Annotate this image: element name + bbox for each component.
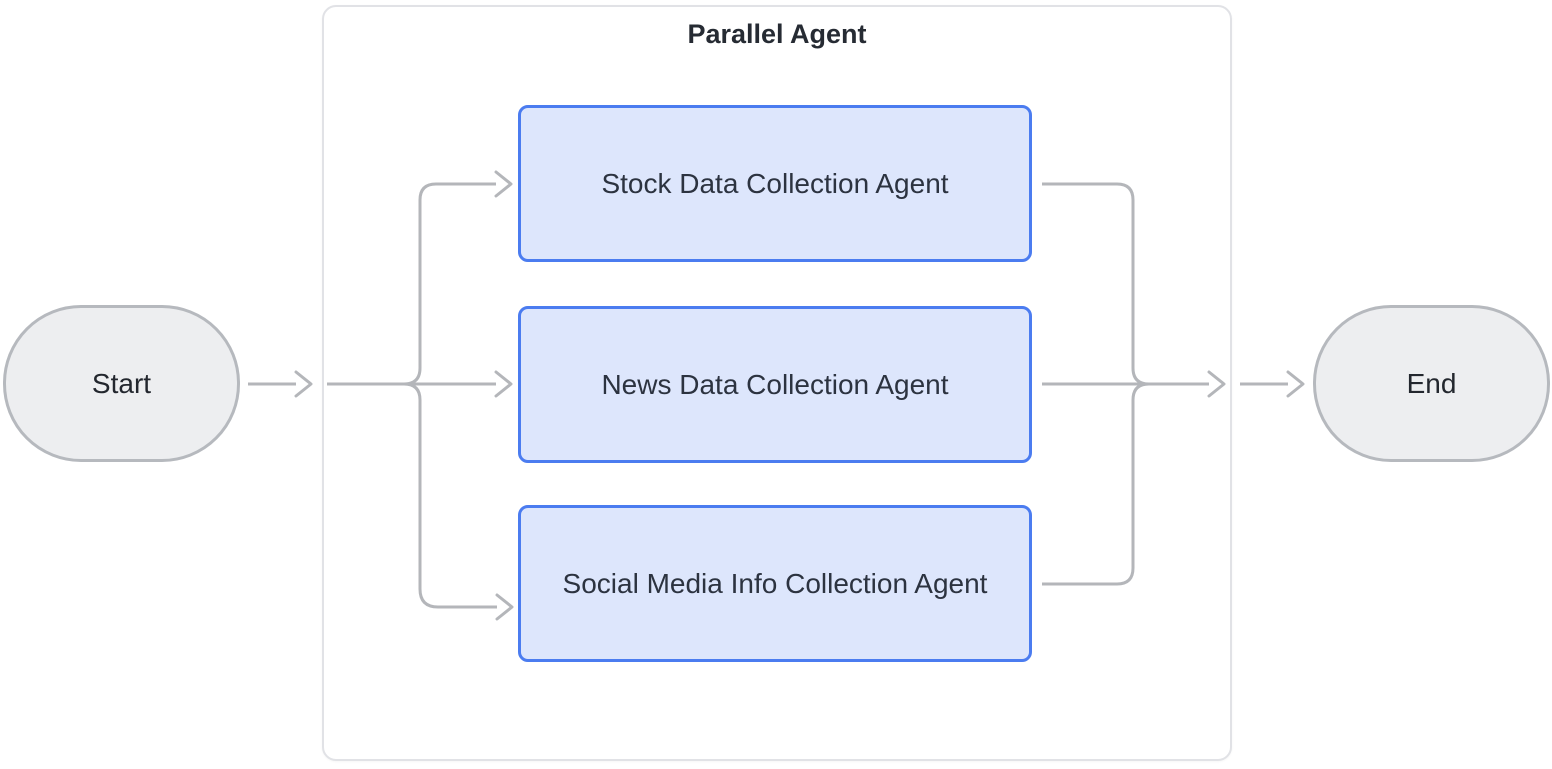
- edge-line: [1042, 182, 1150, 386]
- agent-node-stock-data-collection: Stock Data Collection Agent: [518, 105, 1032, 262]
- arrowhead-icon: [494, 170, 513, 198]
- agent-node-label: Social Media Info Collection Agent: [562, 567, 988, 599]
- arrowhead-icon: [494, 370, 513, 398]
- arrowhead-icon: [1207, 370, 1226, 398]
- parallel-agent-group-title: Parallel Agent: [687, 19, 867, 49]
- arrowhead-icon: [294, 370, 313, 398]
- edge-start-to-parallel: [248, 370, 313, 398]
- edge-line: [327, 182, 496, 386]
- edge-fanout-to-stock: [327, 170, 513, 386]
- agent-node-social-media-info-collection: Social Media Info Collection Agent: [518, 505, 1032, 662]
- agent-node-news-data-collection: News Data Collection Agent: [518, 306, 1032, 463]
- agent-node-label: News Data Collection Agent: [601, 368, 949, 400]
- start-node-label: Start: [91, 367, 152, 399]
- edge-line: [403, 382, 497, 609]
- end-node: End: [1313, 305, 1550, 462]
- edge-line: [1042, 382, 1150, 586]
- edge-parallel-to-end: [1240, 370, 1305, 398]
- edge-news-join-exit: [1042, 370, 1226, 398]
- edge-stock-to-join: [1042, 182, 1150, 386]
- edge-fanout-to-social: [403, 382, 514, 621]
- agent-node-label: Stock Data Collection Agent: [601, 167, 949, 199]
- start-node: Start: [3, 305, 240, 462]
- arrowhead-icon: [1286, 370, 1305, 398]
- arrowhead-icon: [495, 593, 514, 621]
- edge-social-to-join: [1042, 382, 1150, 586]
- end-node-label: End: [1406, 367, 1457, 399]
